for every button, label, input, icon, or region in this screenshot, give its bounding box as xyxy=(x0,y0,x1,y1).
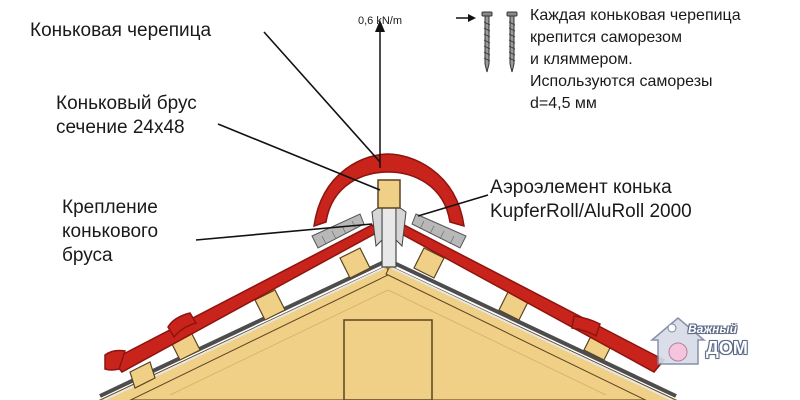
ridge-beam-label: Коньковый брус сечение 24х48 xyxy=(56,92,197,140)
ridge-beam-label-line1: Коньковый брус xyxy=(56,93,197,114)
load-label: 0,6 kN/m xyxy=(358,15,403,27)
aero-element-label-line1: Аэроэлемент конька xyxy=(490,177,672,198)
screw-icon xyxy=(481,11,493,73)
leader-aero xyxy=(417,194,489,217)
leader-fastening xyxy=(195,223,373,241)
aero-element-label: Аэроэлемент конька KupferRoll/AluRoll 20… xyxy=(490,176,692,224)
watermark-line1: Важный xyxy=(688,322,738,336)
logo-house-icon xyxy=(649,317,707,365)
ridge-beam xyxy=(377,179,401,209)
fastening-label-line2: конькового xyxy=(62,221,159,242)
fastening-note-line2: крепится саморезом xyxy=(530,29,682,46)
ridge-beam-support xyxy=(381,204,397,268)
tile-joints-left xyxy=(104,312,198,371)
ridge-tile-label: Коньковая черепица xyxy=(30,20,212,41)
fastening-note-line1: Каждая коньковая черепица xyxy=(530,7,741,24)
fastening-note-line5: d=4,5 мм xyxy=(530,95,597,112)
leader-lines xyxy=(195,31,489,241)
battens-left xyxy=(129,247,371,389)
ridge-tile-cap xyxy=(313,153,465,228)
fastening-note-line3: и кляммером. xyxy=(530,51,633,68)
ridge-beam-label-line2: сечение 24х48 xyxy=(56,117,185,138)
membrane-right xyxy=(391,260,677,398)
screw-icon xyxy=(506,11,518,73)
fastening-label: Крепление конькового бруса xyxy=(62,196,158,268)
fastening-note-line4: Используются саморезы xyxy=(530,73,713,90)
aero-element-label-line2: KupferRoll/AluRoll 2000 xyxy=(490,201,692,222)
arrow-right-icon xyxy=(456,14,476,22)
leader-ridge-tile xyxy=(263,31,381,163)
aero-strip-pleats xyxy=(321,220,455,245)
fastening-note: Каждая коньковая черепица крепится самор… xyxy=(530,5,741,115)
membrane-right-light xyxy=(391,267,673,400)
gable-vent xyxy=(343,319,433,400)
gable-hatching xyxy=(169,289,607,396)
leader-ridge-beam xyxy=(217,123,381,191)
fastening-label-line1: Крепление xyxy=(62,197,158,218)
fastening-label-line3: бруса xyxy=(62,245,113,266)
watermark-line2: ДОМ xyxy=(706,338,748,358)
tile-joints-right xyxy=(571,315,601,338)
load-arrow-icon xyxy=(375,20,385,168)
